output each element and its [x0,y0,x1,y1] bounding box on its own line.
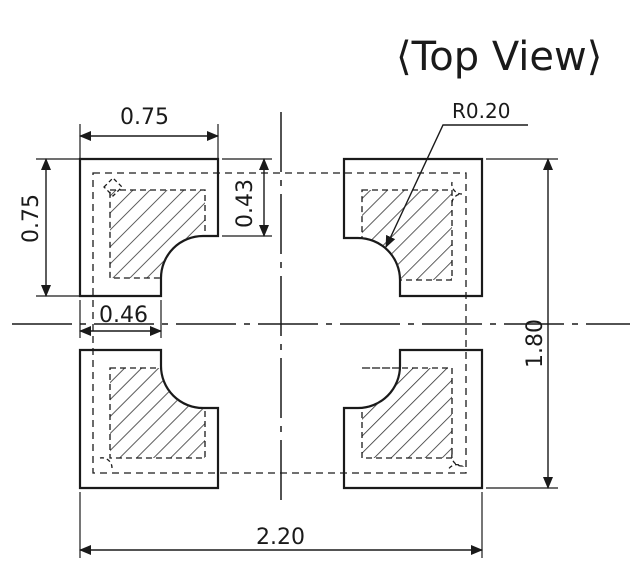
label-total-width: 2.20 [256,525,305,550]
hatch-top-left [109,189,206,279]
center-lines [12,112,630,500]
label-pad-height: 0.75 [19,194,44,243]
corner-mark-bl [99,457,113,469]
label-notch-offset: 0.43 [233,179,258,228]
corner-marks [99,177,465,471]
corner-mark-tl [103,177,123,197]
label-total-height: 1.80 [523,319,548,368]
radius-leader [385,124,528,248]
corner-mark-br [447,453,465,471]
label-radius: R0.20 [452,99,510,123]
extension-lines [36,124,558,558]
hatch-top-right [361,189,453,281]
pad-top-right [342,157,484,298]
corner-mark-tr [451,181,463,207]
label-pad-gap: 0.46 [99,303,148,328]
package-outline [92,172,467,474]
dimension-arrows [41,124,553,555]
view-title: ⟨Top View⟩ [396,34,602,80]
hatched-regions [109,189,453,459]
hatch-bottom-right [361,367,453,459]
hatch-bottom-left [109,367,206,459]
label-pad-width: 0.75 [120,105,169,130]
